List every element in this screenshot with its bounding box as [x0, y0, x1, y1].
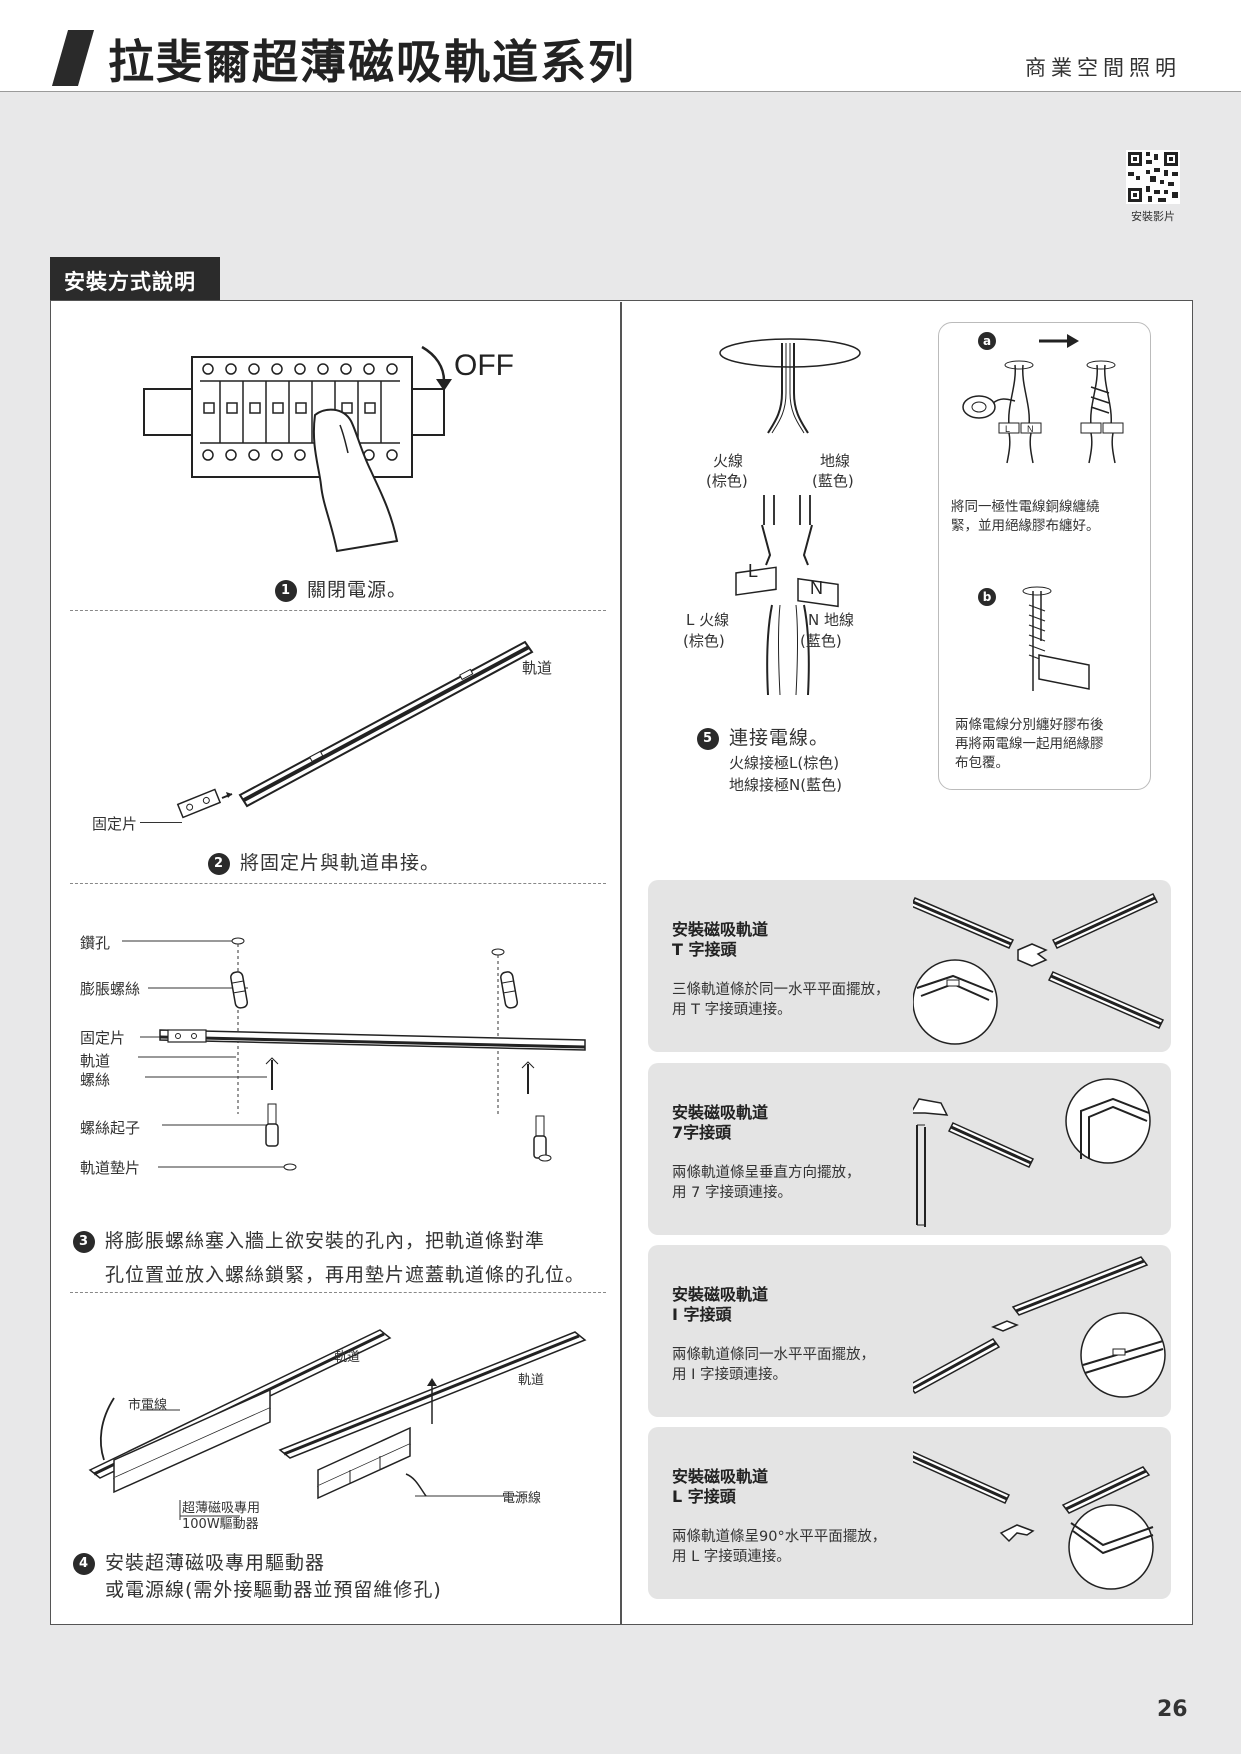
hole-label: 鑽孔 — [80, 934, 111, 952]
screw-label: 螺絲 — [80, 1071, 111, 1089]
step3-text-line1: 將膨脹螺絲塞入牆上欲安裝的孔內，把軌道條對準 — [105, 1230, 546, 1252]
step1-number: 1 — [275, 580, 297, 602]
7-connector-illustration — [913, 1078, 1151, 1227]
page-number: 26 — [1157, 1697, 1188, 1722]
live-top-label: 火線 — [713, 452, 744, 470]
card-description: 兩條軌道條呈90°水平平面擺放，用 L 字接頭連接。 — [672, 1529, 887, 1565]
note-a-illustration: L N — [962, 360, 1124, 464]
live-bottom-label: L 火線 — [686, 611, 730, 629]
step4-text-line1: 安裝超薄磁吸專用驅動器 — [105, 1552, 326, 1574]
step1-instruction: 1 關閉電源。 — [275, 575, 407, 602]
note-tag-N: N — [1027, 424, 1034, 434]
title-slash-mark — [51, 30, 95, 86]
note-b-line2: 再將兩電線一起用絕緣膠 — [955, 736, 1104, 752]
neutral-bottom-color: (藍色) — [800, 632, 842, 650]
page-subtitle: 商業空間照明 — [1025, 56, 1181, 80]
step3-number: 3 — [73, 1231, 95, 1253]
arrow-right-icon — [1039, 334, 1079, 348]
column-divider — [620, 302, 622, 1624]
card-description: 三條軌道條於同一水平平面擺放，用 T 字接頭連接。 — [672, 982, 890, 1018]
qr-label: 安裝影片 — [1131, 210, 1175, 223]
off-label: OFF — [454, 349, 514, 382]
clip-label-3: 固定片 — [80, 1029, 126, 1047]
page-title: 拉斐爾超薄磁吸軌道系列 — [108, 35, 636, 89]
neutral-top-color: (藍色) — [812, 472, 854, 490]
step2-text: 將固定片與軌道串接。 — [240, 852, 441, 874]
wire-tag-L: L — [748, 561, 758, 581]
step-divider — [70, 610, 606, 611]
step3-instruction-line1: 3 將膨脹螺絲塞入牆上欲安裝的孔內，把軌道條對準 — [73, 1226, 545, 1253]
note-b-illustration — [1022, 586, 1090, 691]
driver-label-line1: 超薄磁吸專用 — [182, 1501, 261, 1516]
driver-install-illustration — [88, 1329, 587, 1520]
step5-sub1: 火線接極L(棕色) — [729, 754, 840, 772]
note-b-marker: b — [978, 588, 996, 606]
step5-text: 連接電線。 — [729, 727, 830, 749]
rail-a-label: 軌道 — [334, 1350, 361, 1365]
wire-tag-N: N — [810, 578, 823, 598]
section-title: 安裝方式說明 — [50, 257, 220, 300]
note-b-line3: 布包覆。 — [955, 755, 1009, 771]
driver-label-line2: 100W驅動器 — [182, 1517, 259, 1532]
step5-number: 5 — [697, 728, 719, 750]
washer-label: 軌道墊片 — [80, 1159, 141, 1177]
step1-text: 關閉電源。 — [307, 579, 408, 601]
t-connector-illustration — [913, 893, 1165, 1045]
l-connector-illustration — [913, 1451, 1154, 1590]
step2-number: 2 — [208, 853, 230, 875]
breaker-panel-illustration: OFF — [143, 345, 514, 553]
rail-label-3: 軌道 — [80, 1052, 111, 1070]
anchor-label: 膨脹螺絲 — [80, 980, 141, 998]
note-tag-L: L — [1005, 424, 1010, 434]
wall-mount-illustration — [122, 937, 586, 1171]
clip-leader-line — [140, 822, 182, 823]
rail-label: 軌道 — [522, 659, 553, 677]
card-description: 兩條軌道條呈垂直方向擺放，用 7 字接頭連接。 — [672, 1165, 861, 1201]
step4-instruction-line1: 4 安裝超薄磁吸專用驅動器 — [73, 1548, 325, 1575]
note-b-line1: 兩條電線分別纏好膠布後 — [955, 717, 1104, 733]
i-connector-illustration — [913, 1256, 1166, 1398]
card-description: 兩條軌道條同一水平平面擺放，用 I 字接頭連接。 — [672, 1347, 875, 1383]
qr-code-icon[interactable] — [1126, 150, 1180, 204]
note-a-line1: 將同一極性電線銅線纏繞 — [951, 499, 1100, 515]
step3-instruction-line2: 孔位置並放入螺絲鎖緊，再用墊片遮蓋軌道條的孔位。 — [105, 1264, 586, 1286]
live-bottom-color: (棕色) — [683, 632, 725, 650]
screwdriver-label: 螺絲起子 — [80, 1119, 141, 1137]
step4-instruction-line2: 或電源線(需外接驅動器並預留維修孔) — [105, 1579, 442, 1601]
rail-clip-illustration — [176, 640, 534, 819]
step5-sub2: 地線接極N(藍色) — [729, 776, 842, 794]
step2-instruction: 2 將固定片與軌道串接。 — [208, 848, 440, 875]
wiring-notes-box: a L N 將同一極性電線銅線纏繞 緊，並用絕緣膠布纏好。 b 兩條電線分別纏好… — [938, 322, 1151, 790]
step-divider — [70, 883, 606, 884]
live-top-color: (棕色) — [706, 472, 748, 490]
neutral-bottom-label: N 地線 — [808, 611, 854, 629]
step5-instruction: 5 連接電線。 — [697, 723, 829, 750]
rail-b-label: 軌道 — [518, 1373, 545, 1388]
mains-label: 市電線 — [128, 1398, 168, 1413]
step4-number: 4 — [73, 1553, 95, 1575]
power-cable-label: 電源線 — [502, 1491, 542, 1506]
wiring-illustration: L N — [719, 338, 861, 696]
note-a-line2: 緊，並用絕緣膠布纏好。 — [951, 518, 1100, 534]
step-divider — [70, 1292, 606, 1293]
clip-label: 固定片 — [92, 815, 138, 833]
neutral-top-label: 地線 — [820, 452, 851, 470]
page-header: 拉斐爾超薄磁吸軌道系列 商業空間照明 — [0, 0, 1241, 92]
note-a-marker: a — [978, 332, 996, 350]
